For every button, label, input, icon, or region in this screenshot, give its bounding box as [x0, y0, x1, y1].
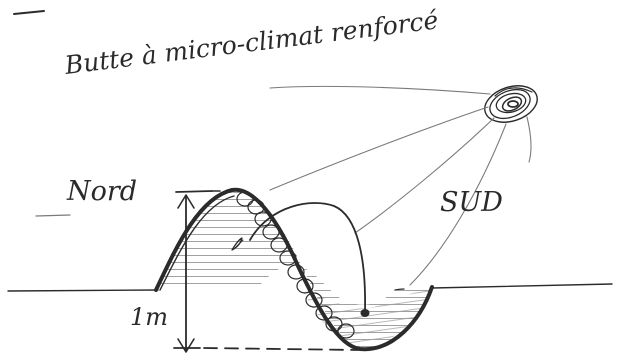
stones — [236, 191, 355, 339]
label-height: 1m — [130, 303, 168, 331]
sketch-title: Butte à micro-climat renforcé — [62, 5, 440, 80]
plant-seedling-icon — [231, 237, 244, 251]
sun-scribble-icon — [484, 85, 538, 123]
sun-rays — [269, 85, 532, 286]
mound-outline-inner — [159, 195, 235, 291]
label-south: SUD — [440, 187, 503, 218]
stray-mark — [13, 10, 45, 15]
water-trajectory — [249, 202, 370, 317]
height-dimension — [173, 190, 359, 353]
ground-line — [7, 214, 613, 292]
label-north: Nord — [66, 176, 137, 207]
mound-outline — [154, 187, 434, 352]
